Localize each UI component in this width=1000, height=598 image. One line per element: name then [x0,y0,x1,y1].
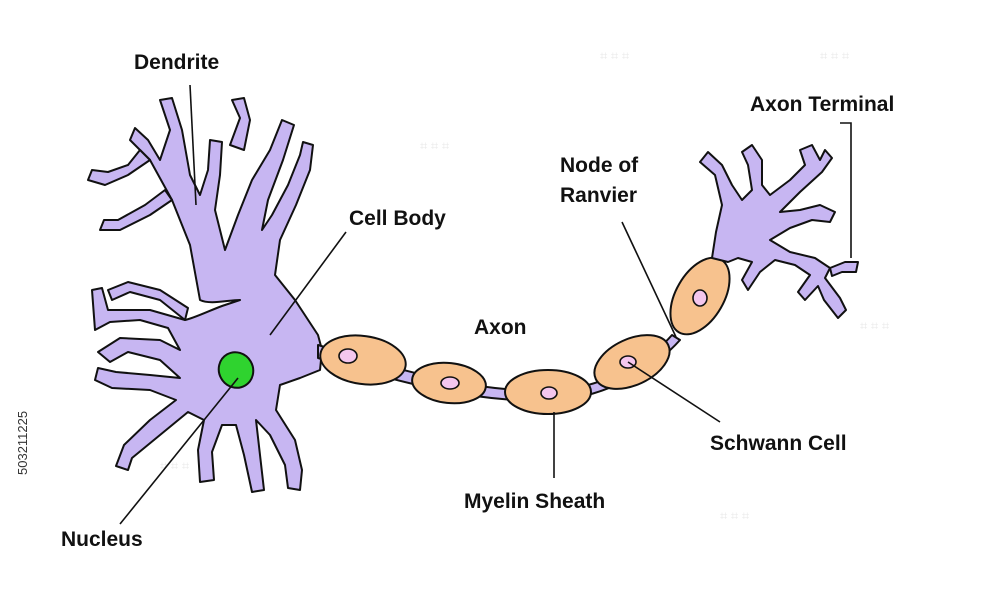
svg-text:⌗ ⌗ ⌗: ⌗ ⌗ ⌗ [820,48,850,63]
nucleus-shape [217,351,255,389]
cell-body [87,97,323,493]
dendrite-branch [99,189,173,231]
watermark-id: 503211225 [15,411,30,475]
cell-body-shape [91,97,323,493]
schwann-segment [411,361,487,405]
schwann-segment [319,334,407,386]
watermark-pattern: ⌗ ⌗ ⌗ ⌗ ⌗ ⌗ ⌗ ⌗ ⌗ ⌗ ⌗ ⌗ ⌗ ⌗ ⌗ ⌗ ⌗ ⌗ [160,48,890,523]
svg-text:⌗ ⌗ ⌗: ⌗ ⌗ ⌗ [420,138,450,153]
leader-nucleus [119,377,239,525]
label-axon-terminal: Axon Terminal [750,93,894,116]
dendrite-branch [87,149,151,186]
label-nucleus: Nucleus [61,528,143,551]
label-axon: Axon [474,316,527,339]
dendrite-branch [107,281,189,321]
leader-lines [119,84,852,525]
axon-terminal-shape [699,144,847,319]
axon-terminal [699,144,859,319]
svg-text:⌗ ⌗ ⌗: ⌗ ⌗ ⌗ [860,318,890,333]
label-cell-body: Cell Body [349,207,446,230]
schwann-segment [504,369,592,415]
label-node-of-ranvier-line1: Node of [560,154,639,177]
myelin-sheath [319,256,731,415]
svg-text:⌗ ⌗ ⌗: ⌗ ⌗ ⌗ [600,48,630,63]
leader-dendrite [189,84,197,206]
label-dendrite: Dendrite [134,51,219,74]
leader-cell-body [269,231,347,336]
schwann-segment [669,256,731,336]
dendrite-branch [229,97,251,151]
leader-axon-terminal [840,122,852,258]
label-node-of-ranvier-line2: Ranvier [560,184,637,207]
label-myelin-sheath: Myelin Sheath [464,490,605,513]
svg-text:⌗ ⌗ ⌗: ⌗ ⌗ ⌗ [160,458,190,473]
axon-terminal-branch [829,261,859,277]
svg-text:⌗ ⌗ ⌗: ⌗ ⌗ ⌗ [720,508,750,523]
label-schwann-cell: Schwann Cell [710,432,847,455]
leader-schwann-cell [627,361,721,423]
labels: Dendrite Cell Body Axon Node of Ranvier … [61,51,894,551]
leader-node-of-ranvier [621,221,677,338]
